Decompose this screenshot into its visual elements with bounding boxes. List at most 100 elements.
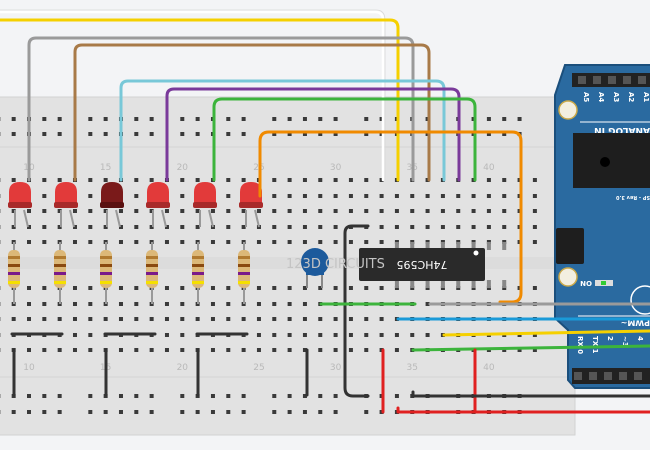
breadboard-hole[interactable] [348, 286, 353, 290]
wire-cyan[interactable] [119, 79, 446, 182]
breadboard-hole[interactable] [180, 194, 185, 198]
rail-hole[interactable] [210, 410, 215, 414]
rail-hole[interactable] [287, 132, 292, 136]
breadboard-hole[interactable] [302, 333, 307, 337]
header-socket[interactable] [619, 372, 627, 380]
rail-hole[interactable] [333, 394, 338, 398]
breadboard-hole[interactable] [149, 317, 154, 321]
wire-brown[interactable] [73, 43, 431, 182]
wire-yellow[interactable] [0, 18, 400, 182]
breadboard-hole[interactable] [164, 225, 169, 229]
rail-hole[interactable] [241, 117, 246, 121]
ceramic-capacitor[interactable] [301, 248, 329, 288]
breadboard-hole[interactable] [164, 317, 169, 321]
rail-hole[interactable] [11, 132, 16, 136]
breadboard-hole[interactable] [42, 317, 47, 321]
breadboard-hole[interactable] [210, 286, 215, 290]
breadboard-hole[interactable] [379, 286, 384, 290]
breadboard-hole[interactable] [88, 178, 93, 182]
breadboard-hole[interactable] [164, 302, 169, 306]
breadboard-hole[interactable] [195, 317, 200, 321]
header-socket[interactable] [623, 76, 631, 84]
breadboard-hole[interactable] [180, 240, 185, 244]
breadboard-hole[interactable] [379, 317, 384, 321]
led[interactable] [239, 182, 263, 228]
breadboard-hole[interactable] [456, 209, 461, 213]
wire-gray[interactable] [27, 36, 415, 182]
rail-hole[interactable] [180, 410, 185, 414]
breadboard-hole[interactable] [195, 178, 200, 182]
breadboard-hole[interactable] [210, 240, 215, 244]
rail-hole[interactable] [103, 117, 108, 121]
breadboard-hole[interactable] [318, 317, 323, 321]
breadboard-hole[interactable] [532, 333, 537, 337]
led[interactable] [54, 182, 78, 228]
breadboard-hole[interactable] [486, 225, 491, 229]
breadboard-hole[interactable] [410, 209, 415, 213]
breadboard-hole[interactable] [42, 194, 47, 198]
breadboard-hole[interactable] [394, 194, 399, 198]
breadboard-hole[interactable] [272, 286, 277, 290]
rail-hole[interactable] [333, 132, 338, 136]
resistor[interactable] [100, 242, 112, 304]
breadboard-hole[interactable] [42, 302, 47, 306]
breadboard-hole[interactable] [302, 178, 307, 182]
breadboard-hole[interactable] [471, 209, 476, 213]
breadboard-hole[interactable] [394, 225, 399, 229]
breadboard-hole[interactable] [394, 333, 399, 337]
breadboard-hole[interactable] [287, 178, 292, 182]
rail-hole[interactable] [272, 410, 277, 414]
rail-hole[interactable] [195, 117, 200, 121]
breadboard-hole[interactable] [226, 209, 231, 213]
rail-hole[interactable] [57, 394, 62, 398]
rail-hole[interactable] [210, 394, 215, 398]
breadboard-hole[interactable] [180, 225, 185, 229]
breadboard-hole[interactable] [532, 209, 537, 213]
rail-hole[interactable] [302, 394, 307, 398]
wire-black-ic[interactable] [343, 224, 370, 398]
breadboard-hole[interactable] [134, 317, 139, 321]
breadboard-hole[interactable] [27, 209, 31, 213]
breadboard-hole[interactable] [241, 209, 246, 213]
breadboard-hole[interactable] [272, 225, 277, 229]
resistor[interactable] [238, 242, 250, 304]
breadboard-hole[interactable] [27, 348, 31, 352]
breadboard-hole[interactable] [532, 240, 537, 244]
breadboard-hole[interactable] [532, 286, 537, 290]
rail-hole[interactable] [394, 394, 399, 398]
rail-hole[interactable] [27, 410, 31, 414]
breadboard-hole[interactable] [287, 317, 292, 321]
breadboard-hole[interactable] [333, 333, 338, 337]
rail-hole[interactable] [134, 117, 139, 121]
breadboard-hole[interactable] [379, 178, 384, 182]
header-socket[interactable] [593, 76, 601, 84]
breadboard-hole[interactable] [226, 194, 231, 198]
breadboard-hole[interactable] [348, 240, 353, 244]
rail-hole[interactable] [27, 394, 31, 398]
breadboard-hole[interactable] [27, 302, 31, 306]
rail-hole[interactable] [180, 394, 185, 398]
breadboard-hole[interactable] [333, 317, 338, 321]
rail-hole[interactable] [42, 394, 47, 398]
breadboard-hole[interactable] [180, 317, 185, 321]
breadboard-hole[interactable] [134, 240, 139, 244]
breadboard-hole[interactable] [486, 194, 491, 198]
resistor[interactable] [54, 242, 66, 304]
breadboard-hole[interactable] [241, 225, 246, 229]
breadboard-hole[interactable] [502, 194, 507, 198]
breadboard-hole[interactable] [103, 178, 108, 182]
breadboard-hole[interactable] [226, 240, 231, 244]
rail-hole[interactable] [486, 132, 491, 136]
rail-hole[interactable] [379, 132, 384, 136]
breadboard-hole[interactable] [149, 348, 154, 352]
wire-green-bottom[interactable] [411, 344, 650, 352]
breadboard-hole[interactable] [72, 240, 77, 244]
breadboard-hole[interactable] [471, 194, 476, 198]
rail-hole[interactable] [226, 117, 231, 121]
breadboard-hole[interactable] [302, 225, 307, 229]
rail-hole[interactable] [57, 410, 62, 414]
breadboard-hole[interactable] [72, 209, 77, 213]
breadboard-hole[interactable] [425, 209, 430, 213]
breadboard-hole[interactable] [42, 286, 47, 290]
breadboard-hole[interactable] [11, 178, 16, 182]
